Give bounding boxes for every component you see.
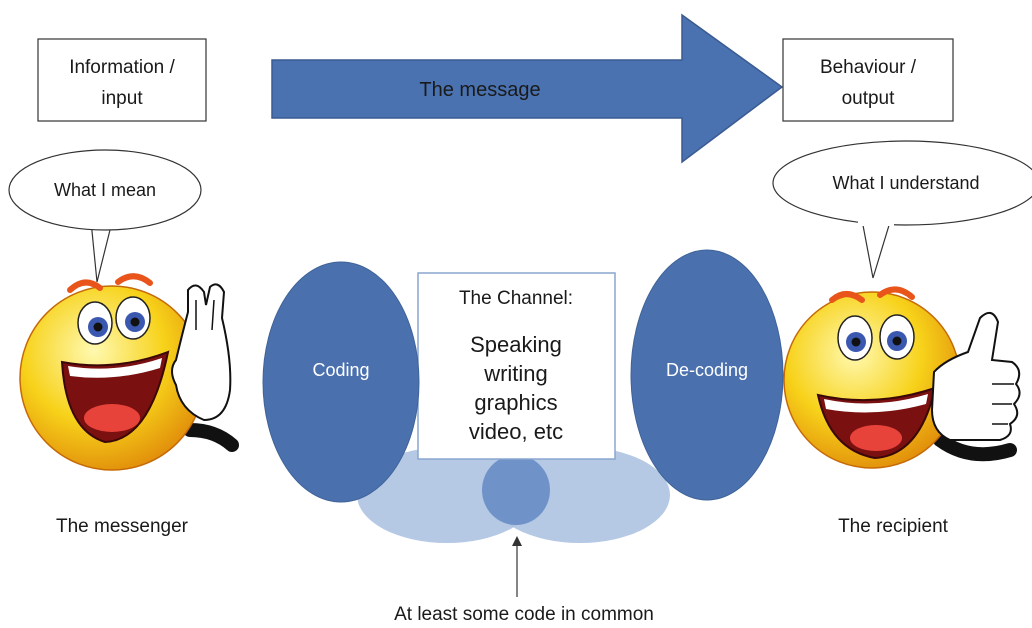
behaviour-output-line2: output [842, 88, 896, 109]
channel-item-graphics: graphics [474, 390, 557, 415]
channel-box: The Channel: Speaking writing graphics v… [417, 272, 616, 460]
information-input-line2: input [101, 88, 143, 109]
speaker-bubble-text: What I mean [54, 180, 156, 200]
speaker-speech-bubble: What I mean [8, 149, 202, 283]
shared-code-ellipse [482, 455, 550, 525]
channel-title: The Channel: [459, 288, 573, 309]
coding-label: Coding [312, 360, 369, 380]
common-code-caption: At least some code in common [394, 604, 654, 625]
messenger-caption: The messenger [56, 516, 189, 537]
recipient-caption: The recipient [838, 516, 949, 537]
messenger-smiley [19, 273, 239, 471]
behaviour-output-box: Behaviour / output [782, 38, 954, 122]
recipient-smiley [783, 286, 1021, 469]
listener-speech-bubble: What I understand [772, 140, 1032, 279]
common-code-overlap [357, 447, 670, 543]
common-code-pointer [512, 536, 522, 597]
decoding-oval: De-coding [630, 249, 784, 501]
decoding-label: De-coding [666, 360, 748, 380]
message-arrow: The message [271, 13, 784, 164]
coding-oval: Coding [262, 261, 420, 503]
listener-bubble-text: What I understand [832, 173, 979, 193]
recipient-thumbs-up-hand [930, 311, 1021, 441]
messenger-hand [171, 283, 232, 422]
channel-item-speaking: Speaking [470, 332, 562, 357]
channel-item-writing: writing [483, 361, 548, 386]
channel-item-video: video, etc [469, 419, 563, 444]
information-input-box: Information / input [37, 38, 207, 122]
message-label: The message [419, 79, 540, 101]
information-input-line1: Information / [69, 57, 175, 78]
behaviour-output-line1: Behaviour / [820, 57, 917, 78]
